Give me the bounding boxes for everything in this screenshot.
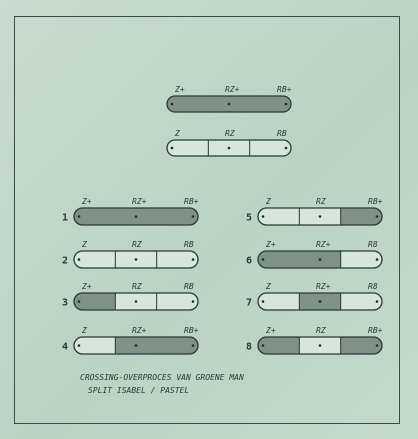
item-7-label-z: Z xyxy=(265,282,271,291)
item-3-label-rb: RB xyxy=(184,282,194,291)
reference-locus-rz xyxy=(228,103,231,106)
reference-label-z: Z+ xyxy=(174,85,185,94)
item-4-label-rz: RZ+ xyxy=(132,326,147,335)
item-4-locus-rz xyxy=(135,344,138,347)
base-bar: Z RZ RB xyxy=(167,129,292,156)
item-6-locus-z xyxy=(262,258,265,261)
item-2-locus-z xyxy=(78,258,81,261)
base-locus-z xyxy=(171,147,174,150)
item-1-locus-rb xyxy=(192,215,195,218)
item-5-bar: Z RZ RB+ 5 xyxy=(246,197,383,225)
item-2-locus-rz xyxy=(135,258,138,261)
item-1-label-rz: RZ+ xyxy=(132,197,147,206)
item-8-locus-rz xyxy=(319,344,322,347)
item-6-locus-rb xyxy=(376,258,379,261)
item-4-label-rb: RB+ xyxy=(184,326,199,335)
item-2-label-z: Z xyxy=(81,240,87,249)
caption-line-1: CROSSING-OVERPROCES VAN GROENE MAN xyxy=(80,373,244,382)
reference-bar: Z+ RZ+ RB+ xyxy=(167,85,292,112)
item-6-locus-rz xyxy=(319,258,322,261)
item-1-label-z: Z+ xyxy=(81,197,92,206)
item-7-label-rb: R8 xyxy=(368,282,378,291)
item-3-number: 3 xyxy=(62,298,68,309)
item-8-label-rb: RB+ xyxy=(368,326,383,335)
item-4-label-z: Z xyxy=(81,326,87,335)
item-5-label-z: Z xyxy=(265,197,271,206)
reference-locus-z xyxy=(171,103,174,106)
item-2-locus-rb xyxy=(192,258,195,261)
item-7-locus-rb xyxy=(376,300,379,303)
item-2-label-rb: RB xyxy=(184,240,194,249)
item-7-label-rz: RZ+ xyxy=(316,282,331,291)
reference-label-rz: RZ+ xyxy=(225,85,240,94)
item-5-locus-rz xyxy=(319,215,322,218)
item-1-number: 1 xyxy=(62,213,68,224)
base-label-z: Z xyxy=(174,129,180,138)
item-7-number: 7 xyxy=(246,298,252,309)
item-1-locus-z xyxy=(78,215,81,218)
item-3-locus-z xyxy=(78,300,81,303)
item-3-bar: Z+ RZ RB 3 xyxy=(62,282,199,310)
item-5-locus-rb xyxy=(376,215,379,218)
item-2-label-rz: RZ xyxy=(132,240,142,249)
item-4-number: 4 xyxy=(62,342,68,353)
reference-locus-rb xyxy=(285,103,288,106)
reference-label-rb: RB+ xyxy=(277,85,292,94)
item-6-label-z: Z+ xyxy=(265,240,276,249)
item-5-locus-z xyxy=(262,215,265,218)
item-3-locus-rb xyxy=(192,300,195,303)
item-1-locus-rz xyxy=(135,215,138,218)
item-2-bar: Z RZ RB 2 xyxy=(62,240,199,268)
base-label-rb: RB xyxy=(277,129,287,138)
item-7-locus-rz xyxy=(319,300,322,303)
item-8-locus-rb xyxy=(376,344,379,347)
item-8-label-rz: RZ xyxy=(316,326,326,335)
item-6-bar: Z+ RZ+ R8 6 xyxy=(246,240,383,268)
item-6-number: 6 xyxy=(246,256,252,267)
base-label-rz: RZ xyxy=(225,129,235,138)
item-8-number: 8 xyxy=(246,342,252,353)
base-locus-rz xyxy=(228,147,231,150)
item-6-label-rz: RZ+ xyxy=(316,240,331,249)
item-7-bar: Z RZ+ R8 7 xyxy=(246,282,383,310)
base-locus-rb xyxy=(285,147,288,150)
item-3-label-z: Z+ xyxy=(81,282,92,291)
item-6-label-rb: R8 xyxy=(368,240,378,249)
caption-line-2: SPLIT ISABEL / PASTEL xyxy=(88,386,189,395)
item-5-number: 5 xyxy=(246,213,252,224)
item-2-number: 2 xyxy=(62,256,68,267)
item-7-locus-z xyxy=(262,300,265,303)
item-8-bar: Z+ RZ RB+ 8 xyxy=(246,326,383,354)
item-4-locus-rb xyxy=(192,344,195,347)
item-3-locus-rz xyxy=(135,300,138,303)
item-8-label-z: Z+ xyxy=(265,326,276,335)
item-3-label-rz: RZ xyxy=(132,282,142,291)
item-1-label-rb: RB+ xyxy=(184,197,199,206)
item-4-locus-z xyxy=(78,344,81,347)
item-1-bar: Z+ RZ+ RB+ 1 xyxy=(62,197,199,225)
item-5-label-rz: RZ xyxy=(316,197,326,206)
item-8-locus-z xyxy=(262,344,265,347)
item-4-bar: Z RZ+ RB+ 4 xyxy=(62,326,199,354)
item-5-label-rb: RB+ xyxy=(368,197,383,206)
